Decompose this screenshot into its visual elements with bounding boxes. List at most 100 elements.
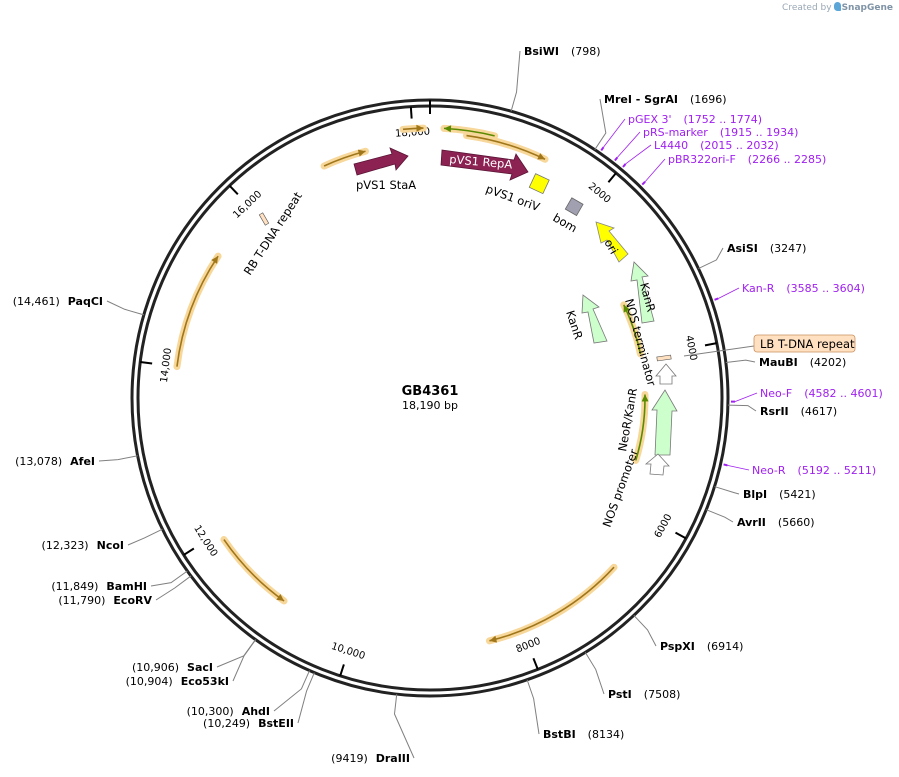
annotation-arc-arrowhead bbox=[357, 149, 366, 157]
annotation-arc-arrowhead bbox=[623, 304, 630, 313]
feature-rb-tdna-repeat[interactable] bbox=[258, 212, 270, 226]
enzyme-cut-line bbox=[698, 247, 724, 270]
annotation-arc-arrowhead bbox=[276, 594, 285, 601]
enzyme-cut-line bbox=[155, 575, 192, 601]
annotation-arc-arrowhead bbox=[641, 394, 649, 402]
enzyme-site-draiii[interactable]: DraIII (9419) bbox=[331, 752, 410, 765]
enzyme-site-avrii[interactable]: AvrII(5660) bbox=[737, 516, 814, 529]
enzyme-site-rsrii[interactable]: RsrII(4617) bbox=[760, 405, 837, 418]
annotation-arc-highlight bbox=[485, 563, 618, 645]
credit-prefix: Created by bbox=[782, 3, 832, 13]
enzyme-coord: (9419) bbox=[331, 752, 368, 765]
lb-connector-line bbox=[683, 345, 755, 357]
enzyme-cut-line bbox=[216, 639, 256, 668]
annotation-arc-line bbox=[489, 566, 615, 642]
tick-label: 8000 bbox=[515, 636, 543, 656]
annotation-arc-arrowhead bbox=[416, 124, 424, 132]
enzyme-name: SacI bbox=[187, 661, 213, 674]
primer-mark bbox=[622, 163, 627, 168]
enzyme-coord: (14,461) bbox=[13, 295, 60, 308]
enzyme-site-asisi[interactable]: AsiSI(3247) bbox=[727, 242, 806, 255]
enzyme-name: AfeI bbox=[70, 455, 95, 468]
enzyme-coord: (4617) bbox=[801, 405, 838, 418]
feature-nos-terminator[interactable] bbox=[655, 363, 677, 385]
primer-prs-marker[interactable]: pRS-marker(1915 .. 1934) bbox=[643, 126, 798, 139]
tick-label: 12,000 bbox=[191, 524, 219, 559]
lb-label-box bbox=[753, 334, 856, 353]
primer-neo-f[interactable]: Neo-F(4582 .. 4601) bbox=[760, 387, 883, 400]
tick-mark bbox=[607, 172, 617, 183]
feature-bom[interactable] bbox=[564, 197, 584, 217]
primer-l4440[interactable]: L4440(2015 .. 2032) bbox=[654, 139, 779, 152]
primer-range: (5192 .. 5211) bbox=[798, 464, 877, 477]
enzyme-site-ahdi[interactable]: AhdI(10,300) bbox=[187, 705, 270, 718]
enzyme-name: EcoRV bbox=[113, 594, 152, 607]
enzyme-cut-line bbox=[106, 300, 144, 316]
enzyme-site-psti[interactable]: PstI(7508) bbox=[608, 688, 680, 701]
enzyme-site-ecorv[interactable]: EcoRV (11,790) bbox=[58, 594, 152, 607]
tick-mark bbox=[409, 106, 413, 119]
enzyme-name: MreI - SgrAI bbox=[604, 93, 678, 106]
feature-lb-tdna-repeat[interactable] bbox=[656, 354, 672, 362]
primer-name: Neo-R bbox=[752, 464, 786, 477]
tick-label: 14,000 bbox=[159, 347, 174, 383]
enzyme-site-pspxi[interactable]: PspXI(6914) bbox=[660, 640, 743, 653]
primer-mark bbox=[714, 297, 719, 301]
enzyme-coord: (10,904) bbox=[126, 675, 173, 688]
enzyme-site-mrei-sgrai[interactable]: MreI - SgrAI(1696) bbox=[604, 93, 727, 106]
enzyme-site-afei[interactable]: AfeI (13,078) bbox=[15, 455, 95, 468]
primer-kan-r[interactable]: Kan-R(3585 .. 3604) bbox=[742, 282, 865, 295]
primer-pbr322ori-f[interactable]: pBR322ori-F(2266 .. 2285) bbox=[668, 153, 826, 166]
enzyme-coord: (12,323) bbox=[42, 539, 89, 552]
tick-label: 10,000 bbox=[330, 641, 367, 662]
primer-range: (2266 .. 2285) bbox=[748, 153, 827, 166]
feature-nos-promoter[interactable] bbox=[644, 453, 670, 476]
enzyme-cut-line bbox=[127, 528, 163, 546]
enzyme-name: BsiWI bbox=[524, 45, 559, 58]
enzyme-site-ncoi[interactable]: NcoI(12,323) bbox=[42, 539, 124, 552]
feature-pvs1-oriv[interactable] bbox=[528, 173, 550, 195]
enzyme-cut-line bbox=[584, 652, 605, 695]
enzyme-site-saci[interactable]: SacI (10,906) bbox=[132, 661, 213, 674]
enzyme-name: DraIII bbox=[376, 752, 410, 765]
enzyme-site-bamhi[interactable]: BamHI(11,849) bbox=[51, 580, 147, 593]
enzyme-coord: (5660) bbox=[778, 516, 815, 529]
feature-kanr-upper[interactable] bbox=[630, 261, 655, 324]
enzyme-coord: (13,078) bbox=[15, 455, 62, 468]
enzyme-cut-line bbox=[510, 50, 521, 112]
tick-mark bbox=[228, 184, 239, 196]
enzyme-coord: (3247) bbox=[770, 242, 807, 255]
feature-pvs1-repa[interactable] bbox=[440, 149, 529, 181]
enzyme-cut-line bbox=[706, 509, 734, 523]
enzyme-name: AhdI bbox=[242, 705, 270, 718]
enzyme-name: PspXI bbox=[660, 640, 695, 653]
enzyme-site-bsteii[interactable]: BstEII(10,249) bbox=[203, 717, 294, 730]
enzyme-coord: (11,790) bbox=[58, 594, 105, 607]
enzyme-site-bsiwi[interactable]: BsiWI(798) bbox=[524, 45, 601, 58]
feature-ori[interactable] bbox=[595, 221, 629, 263]
primer-mark bbox=[600, 146, 605, 152]
enzyme-cut-line bbox=[273, 670, 310, 712]
enzyme-cut-line bbox=[98, 455, 138, 462]
enzyme-coord: (10,906) bbox=[132, 661, 179, 674]
primer-neo-r[interactable]: Neo-R (5192 .. 5211) bbox=[752, 464, 876, 477]
feature-neor-kanr[interactable] bbox=[651, 389, 678, 456]
enzyme-cut-line bbox=[725, 359, 756, 364]
enzyme-site-paqci[interactable]: PaqCI(14,461) bbox=[13, 295, 103, 308]
feature-pvs1-staa[interactable] bbox=[353, 147, 409, 176]
enzyme-name: BlpI bbox=[743, 488, 767, 501]
enzyme-cut-line bbox=[633, 615, 657, 647]
annotation-arc-arrowhead bbox=[537, 153, 546, 160]
enzyme-site-bstbi[interactable]: BstBI(8134) bbox=[543, 728, 624, 741]
enzyme-site-eco53ki[interactable]: Eco53kI(10,904) bbox=[126, 675, 229, 688]
feature-kanr-inner[interactable] bbox=[581, 294, 608, 344]
enzyme-name: BamHI bbox=[106, 580, 147, 593]
primer-pgex-3[interactable]: pGEX 3'(1752 .. 1774) bbox=[628, 113, 762, 126]
enzyme-site-maubi[interactable]: MauBI(4202) bbox=[759, 356, 846, 369]
enzyme-site-blpi[interactable]: BlpI(5421) bbox=[743, 488, 816, 501]
tick-mark bbox=[532, 657, 539, 670]
primer-connector bbox=[644, 158, 666, 183]
annotation-arc-line bbox=[176, 255, 219, 367]
